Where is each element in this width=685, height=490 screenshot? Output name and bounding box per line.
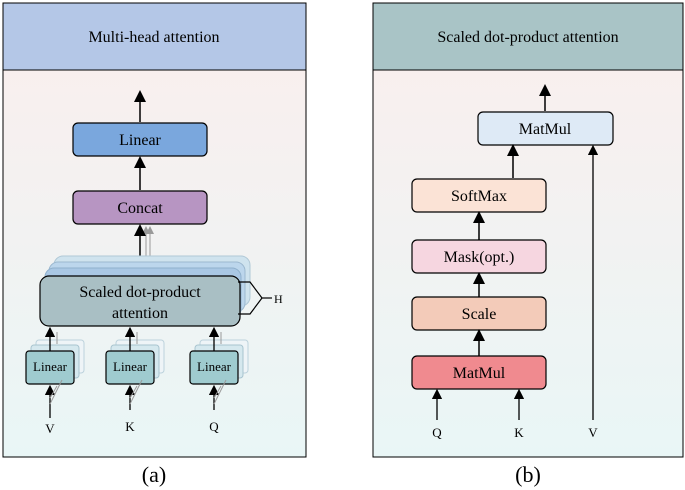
rp-input-k-label: K: [514, 425, 524, 440]
matmul-bottom-label: MatMul: [453, 365, 506, 382]
left-panel: Multi-head attention Linear Concat Scale…: [2, 2, 307, 458]
linear-output-label: Linear: [119, 132, 161, 149]
linear-k-label: Linear: [113, 359, 148, 374]
left-panel-header: [2, 2, 307, 71]
right-panel: Scaled dot-product attention MatMul V So…: [372, 2, 684, 458]
matmul-bottom-box: [411, 355, 547, 390]
input-v-ghost-1: [49, 385, 58, 399]
linear-q-label: Linear: [197, 359, 232, 374]
left-panel-caption: (a): [142, 462, 166, 487]
linear-v-label: Linear: [33, 359, 68, 374]
input-q-ghost-1: [213, 385, 222, 399]
left-panel-frame: [2, 2, 307, 458]
input-k-ghost-1: [129, 385, 138, 399]
right-panel-header: [372, 2, 684, 71]
right-panel-title: Scaled dot-product attention: [437, 29, 618, 46]
linear-v-group: Linear V: [25, 326, 85, 436]
attention-label-line2: attention: [112, 305, 168, 322]
linear-k-group: Linear K: [105, 326, 165, 434]
input-k-ghost-2: [129, 379, 143, 405]
scaled-dot-product-attention-box: [39, 275, 241, 327]
concat-label: Concat: [117, 200, 163, 217]
input-q-ghost-2: [213, 379, 227, 405]
attention-label-line1: Scaled dot-product: [79, 284, 201, 301]
mask-label: Mask(opt.): [444, 249, 515, 266]
input-v-ghost-2: [49, 379, 63, 405]
left-panel-title: Multi-head attention: [88, 29, 219, 46]
matmul-top-box: [477, 111, 614, 146]
scale-label: Scale: [462, 306, 497, 323]
input-q-label: Q: [209, 419, 219, 434]
linear-q-group: Linear Q: [189, 326, 249, 434]
rp-input-q-label: Q: [432, 425, 442, 440]
input-v-label: V: [45, 421, 55, 436]
input-k-label: K: [125, 419, 135, 434]
heads-label: H: [274, 292, 283, 306]
rp-input-v-label: V: [588, 425, 598, 440]
right-panel-caption: (b): [515, 462, 541, 487]
matmul-top-label: MatMul: [519, 121, 572, 138]
softmax-label: SoftMax: [451, 188, 507, 205]
